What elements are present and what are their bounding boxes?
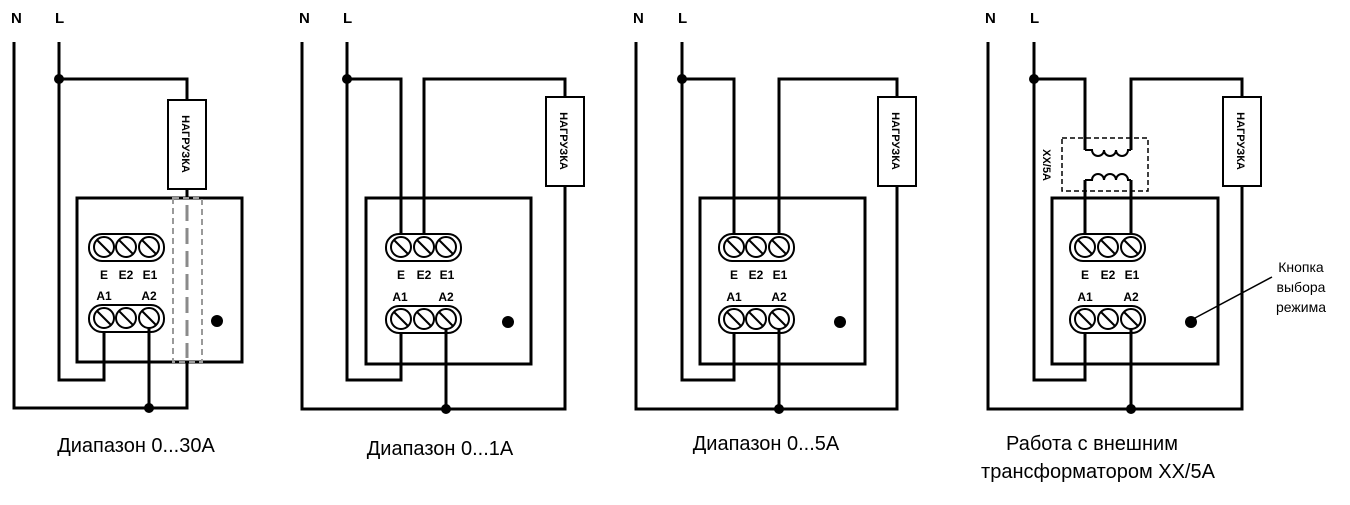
current-transformer-box	[1061, 137, 1149, 192]
terminal-label-e1: E1	[773, 268, 788, 282]
terminal-label-e: E	[100, 268, 108, 282]
e1-to-load-wire	[777, 77, 899, 237]
terminal-label-e: E	[730, 268, 738, 282]
mode-button	[211, 315, 223, 327]
line-label: L	[1030, 10, 1039, 27]
line-junction-dot	[1029, 74, 1039, 84]
load-box	[1222, 96, 1262, 187]
terminal-label-e2: E2	[417, 268, 432, 282]
line-to-e-wire	[347, 77, 403, 237]
line-to-load-wire	[59, 77, 189, 100]
relay-body	[364, 196, 533, 366]
neutral-label: N	[633, 10, 644, 27]
relay-body	[698, 196, 867, 366]
transformer-secondary-coil	[1085, 173, 1131, 181]
line-junction-dot	[677, 74, 687, 84]
diagram-1a: N L НАГРУЗКА E E2 E1 A1 A2 Диапазон 0...…	[299, 10, 585, 460]
terminal-label-e1: E1	[440, 268, 455, 282]
line-label: L	[55, 10, 64, 27]
caption: Диапазон 0...5А	[693, 433, 840, 455]
terminal-label-e2: E2	[1101, 268, 1116, 282]
line-wire	[680, 42, 736, 382]
line-label: L	[678, 10, 687, 27]
terminal-label-e: E	[1081, 268, 1089, 282]
terminal-label-e: E	[397, 268, 405, 282]
terminal-label-a1: A1	[1077, 290, 1093, 304]
transformer-primary-coil	[1085, 149, 1131, 157]
button-note-line-1: Кнопка	[1278, 259, 1324, 275]
terminal-label-e1: E1	[1125, 268, 1140, 282]
line-wire	[1032, 42, 1087, 382]
load-label: НАГРУЗКА	[557, 112, 569, 170]
current-window	[172, 197, 203, 363]
caption: Диапазон 0...30А	[57, 435, 215, 457]
load-label: НАГРУЗКА	[1234, 112, 1246, 170]
terminal-label-a2: A2	[438, 290, 454, 304]
primary-to-load-wire	[1129, 77, 1244, 150]
button-note-line-2: выбора	[1277, 279, 1326, 295]
neutral-wire	[986, 42, 1244, 411]
line-wire	[57, 42, 106, 382]
neutral-label: N	[11, 10, 22, 27]
line-junction-dot	[342, 74, 352, 84]
neutral-wire	[12, 42, 189, 410]
line-junction-dot	[54, 74, 64, 84]
neutral-junction-dot	[144, 403, 154, 413]
load-box	[545, 96, 585, 187]
mode-button	[1185, 316, 1197, 328]
neutral-junction-dot	[1126, 404, 1136, 414]
terminal-label-e1: E1	[143, 268, 158, 282]
load-label: НАГРУЗКА	[889, 112, 901, 170]
mode-button	[502, 316, 514, 328]
neutral-label: N	[985, 10, 996, 27]
neutral-wire	[300, 42, 567, 411]
e2-to-load-wire	[422, 77, 567, 237]
terminal-label-a1: A1	[96, 289, 112, 303]
terminal-label-a1: A1	[392, 290, 408, 304]
terminal-label-a2: A2	[1123, 290, 1139, 304]
diagram-external-transformer: N L XX/5A НАГРУЗКА E E2 E1 A1 A2 Кнопка	[981, 10, 1326, 483]
terminal-label-e2: E2	[749, 268, 764, 282]
terminal-label-a2: A2	[771, 290, 787, 304]
line-label: L	[343, 10, 352, 27]
caption: Диапазон 0...1А	[367, 438, 514, 460]
mode-button	[834, 316, 846, 328]
neutral-label: N	[299, 10, 310, 27]
terminal-label-a2: A2	[141, 289, 157, 303]
transformer-label: XX/5A	[1040, 149, 1052, 181]
relay-body	[75, 196, 244, 364]
neutral-junction-dot	[774, 404, 784, 414]
load-label: НАГРУЗКА	[179, 115, 191, 173]
callout-leader-line	[1194, 276, 1273, 319]
line-wire	[345, 42, 403, 382]
diagram-30a: N L НАГРУЗКА E E2 E1 A1 A2 Диапаз	[11, 10, 244, 457]
caption-line-2: трансформатором XX/5A	[981, 461, 1216, 483]
neutral-junction-dot	[441, 404, 451, 414]
line-to-primary-wire	[1034, 77, 1087, 150]
relay-body	[1050, 196, 1220, 366]
diagram-5a: N L НАГРУЗКА E E2 E1 A1 A2 Диапазон 0...…	[633, 10, 917, 455]
terminal-label-a1: A1	[726, 290, 742, 304]
caption-line-1: Работа с внешним	[1006, 433, 1178, 455]
button-note-line-3: режима	[1276, 299, 1326, 315]
terminal-label-e2: E2	[119, 268, 134, 282]
load-box	[877, 96, 917, 187]
line-to-e-wire	[682, 77, 736, 237]
neutral-wire	[634, 42, 899, 411]
